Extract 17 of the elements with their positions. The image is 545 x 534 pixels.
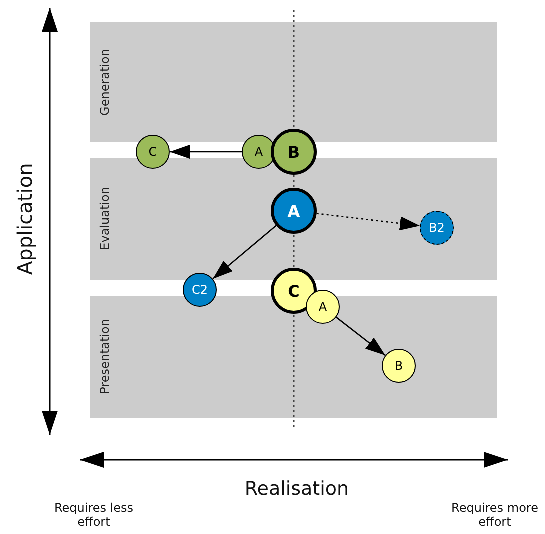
arrow xyxy=(212,225,277,280)
band xyxy=(90,296,497,418)
circle-node: A xyxy=(271,188,317,234)
band xyxy=(90,158,497,280)
axis-title: Application xyxy=(13,165,37,275)
band-title: Presentation xyxy=(98,319,112,395)
circle-node: B2 xyxy=(420,211,454,245)
axis-note: Requires more effort xyxy=(450,501,540,529)
axis-note: Requires less effort xyxy=(53,501,135,529)
arrow xyxy=(336,316,386,356)
arrow xyxy=(170,145,242,159)
band-title: Evaluation xyxy=(98,187,112,251)
band xyxy=(90,22,497,142)
arrow xyxy=(316,213,420,231)
circle-node: B xyxy=(382,349,416,383)
band-title: Generation xyxy=(98,48,112,116)
axis-title: Realisation xyxy=(244,478,350,500)
